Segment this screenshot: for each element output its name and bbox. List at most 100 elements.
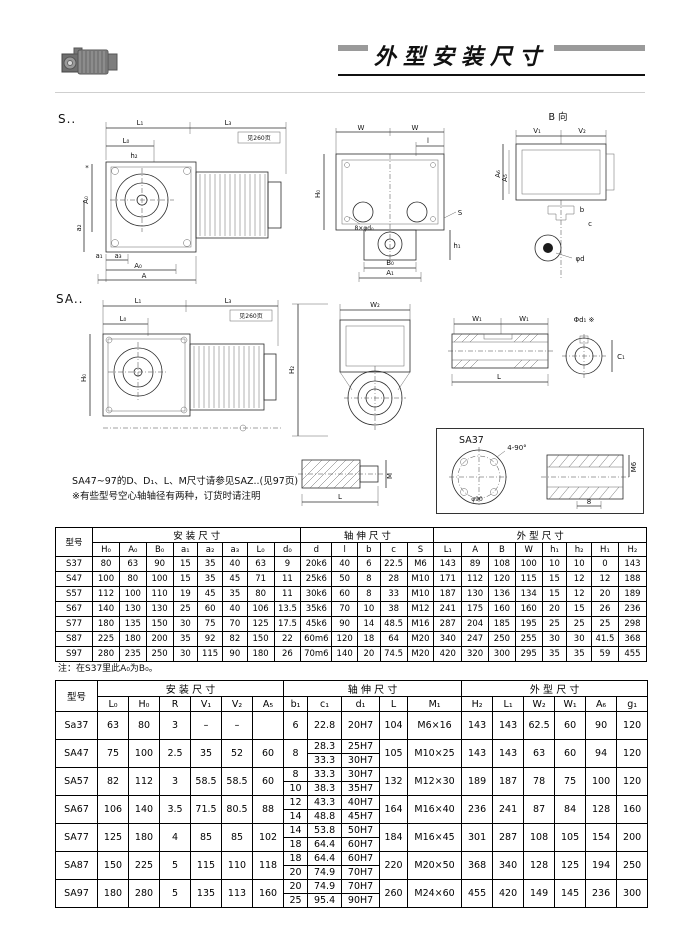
cell: 0: [591, 556, 619, 572]
cell: 112: [461, 571, 489, 587]
cell: 11: [273, 586, 302, 602]
cell: 30k6: [300, 586, 333, 602]
cell: 48.5: [379, 616, 408, 632]
cell: 60: [197, 601, 223, 617]
dim-label-H0: H₀: [80, 374, 88, 382]
cell: M20×50: [407, 851, 463, 880]
drawing-b-view: B 向 V₁ V₂ A₆ A₅ b c φd: [494, 111, 615, 278]
cell: 160: [251, 879, 285, 908]
cell: 340: [433, 631, 463, 647]
header-cell: d₀: [273, 542, 302, 557]
cell: 143: [492, 711, 525, 740]
cell: 100: [585, 767, 618, 796]
cell: 60: [554, 739, 587, 768]
cell: S97: [54, 646, 94, 662]
cell: 236: [461, 795, 494, 824]
dim-label-a1: a₁: [95, 252, 102, 260]
cell: M24×60: [407, 879, 463, 908]
cell: 90H7: [341, 893, 381, 908]
cell: 250: [145, 646, 174, 662]
notes: SA47~97的D、D₁、L、M尺寸请参见SAZ..(见97页) ※有些型号空心…: [72, 474, 352, 504]
header-cell: 安 装 尺 寸: [96, 680, 285, 697]
cell: 187: [492, 767, 525, 796]
cell: 60m6: [300, 631, 333, 647]
cell: 143: [461, 711, 494, 740]
dim-label-H0: H₀: [314, 190, 322, 198]
cell: 8: [357, 571, 381, 587]
cell: 143: [433, 556, 463, 572]
cell: 35: [221, 586, 248, 602]
cell: 30: [566, 631, 593, 647]
dim-label-L1: L₁: [135, 297, 142, 305]
dim-label-b: b: [580, 206, 585, 214]
cell: 53.8: [307, 823, 343, 838]
cell: 150: [97, 851, 129, 880]
cell: 171: [433, 571, 463, 587]
cell: S57: [54, 586, 94, 602]
dim-label-L0: L₀: [120, 315, 127, 323]
cell: 28.3: [307, 739, 343, 754]
cell: 235: [118, 646, 147, 662]
cell: 8: [283, 767, 309, 782]
cell: S37: [54, 556, 94, 572]
cell: M6×16: [407, 711, 463, 740]
cell: SA97: [55, 879, 98, 908]
cell: 130: [461, 586, 489, 602]
dim-label-W1-left: W₁: [472, 315, 482, 323]
cell: 188: [617, 571, 648, 587]
dim-label-W1-right: W₁: [519, 315, 529, 323]
header-cell: 型号: [54, 527, 94, 557]
cell: 64.4: [307, 837, 343, 852]
cell: 143: [461, 739, 494, 768]
cell: 20: [283, 865, 309, 880]
cell: 112: [128, 767, 160, 796]
cell: 160: [488, 601, 516, 617]
cell: 15: [566, 601, 593, 617]
cell: 88: [251, 795, 285, 824]
dim-label-4-90: 4-90°: [507, 444, 526, 452]
cell: 255: [514, 631, 543, 647]
header-cell: h₁: [541, 542, 568, 557]
cell: 120: [616, 711, 649, 740]
sa37-title: SA37: [459, 435, 484, 446]
cell: 140: [92, 601, 120, 617]
cell: 100: [118, 586, 147, 602]
cell: 84: [554, 795, 587, 824]
cell: 74.5: [379, 646, 408, 662]
cell: 60: [251, 767, 285, 796]
section-label-s: S..: [58, 112, 77, 126]
header-cell: A₀: [118, 542, 147, 557]
dim-label-A1: A₁: [386, 269, 394, 277]
cell: 100: [128, 739, 160, 768]
cell: 30: [172, 646, 199, 662]
cell: 12: [566, 586, 593, 602]
cell: S87: [54, 631, 94, 647]
cell: 40: [221, 601, 248, 617]
drawing-sa-front-view: H₂ W₂: [288, 301, 411, 437]
cell: 105: [554, 823, 587, 852]
cell: 15: [172, 571, 199, 587]
dim-label-c: c: [588, 220, 592, 228]
header-cell: H₀: [92, 542, 120, 557]
cell: 22.5: [379, 556, 408, 572]
cell: 50: [331, 571, 359, 587]
cell: 33.3: [307, 753, 343, 768]
cell: 280: [92, 646, 120, 662]
header-cell: H₁: [591, 542, 619, 557]
cell: 100: [92, 571, 120, 587]
table-s-footnote: 注：在S37里此A₀为B₀。: [58, 664, 158, 674]
cell: 59: [591, 646, 619, 662]
cell: 25: [591, 616, 619, 632]
cell: M10: [406, 586, 435, 602]
cell: 11: [273, 571, 302, 587]
dim-label-V2: V₂: [578, 127, 586, 135]
cell: M20: [406, 631, 435, 647]
cell: 300: [616, 879, 649, 908]
cell: 78: [523, 767, 556, 796]
dim-label-S: S: [458, 209, 463, 217]
header-cell: 外 型 尺 寸: [433, 527, 647, 543]
cell: 18: [283, 837, 309, 852]
